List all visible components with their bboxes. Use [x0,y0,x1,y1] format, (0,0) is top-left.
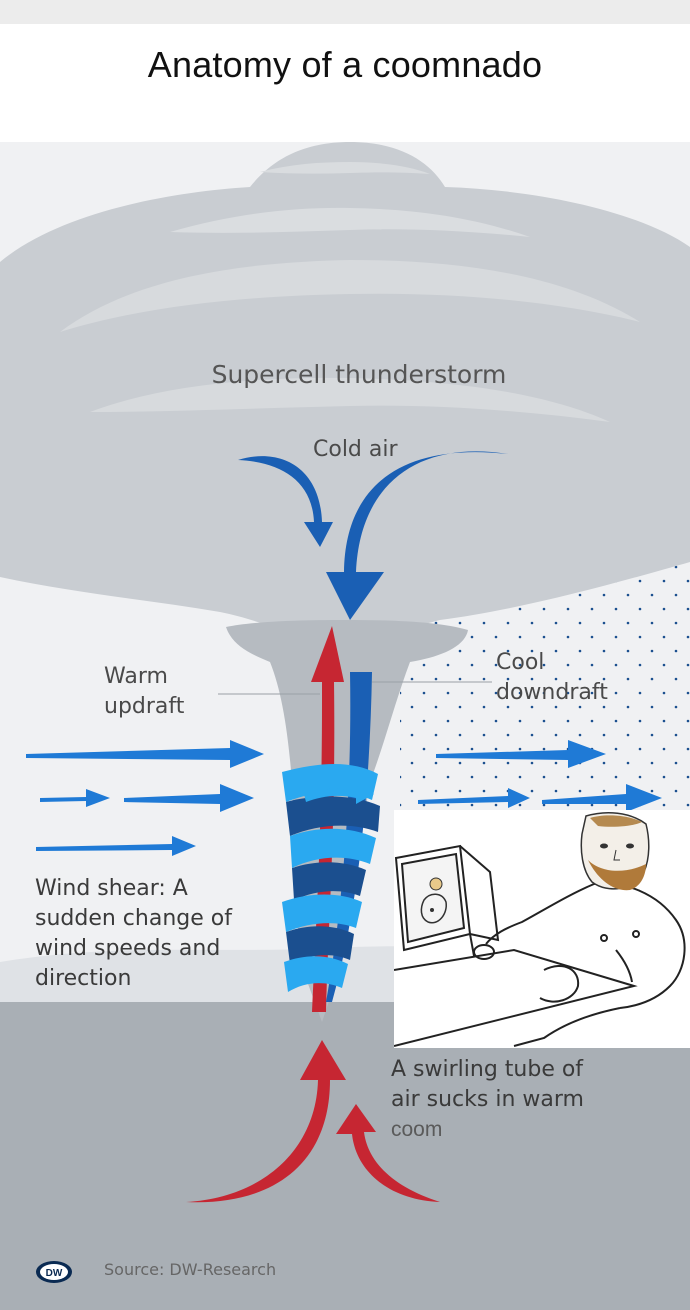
top-strip [0,0,690,24]
coom-text: coom [391,1118,443,1141]
warm-updraft-label: Warm updraft [104,662,224,722]
cold-air-arrows [238,451,508,620]
desk [394,948,638,1047]
warm-air-arrows [186,1040,440,1203]
warm-updraft-line-1: Warm [104,664,168,689]
ground [0,1002,690,1310]
wind-shear-line-1: Wind shear: A [35,876,188,901]
cool-downdraft-label: Cool downdraft [496,648,636,708]
header [0,24,690,142]
swirling-tube-label: A swirling tube of air sucks in warm coo… [391,1055,651,1145]
mouse-icon [473,944,495,960]
swirling-tube-line-1: A swirling tube of [391,1057,584,1082]
monitor-icon [394,844,500,957]
supercell-cloud [0,142,690,642]
source-note: Source: DW-Research [104,1260,277,1279]
wind-shear-line-4: direction [35,966,132,991]
warm-updraft-line-2: updraft [104,694,185,719]
dw-logo-text: DW [46,1268,63,1279]
cool-downdraft-line-2: downdraft [496,680,608,705]
swirling-tube-line-2: air sucks in warm [391,1087,584,1112]
dw-logo: DW [36,1261,72,1283]
wind-shear-line-3: wind speeds and [35,936,221,961]
cool-downdraft-line-1: Cool [496,650,545,675]
supercell-label: Supercell thunderstorm [211,360,507,389]
wind-shear-label: Wind shear: A sudden change of wind spee… [35,874,275,994]
cold-air-label: Cold air [313,437,398,462]
tornado-diagram [0,142,690,1310]
swirl-ribbon [282,764,380,992]
wind-shear-line-2: sudden change of [35,906,232,931]
wojak-face-icon [580,811,650,891]
wojak-figure [485,882,686,1047]
page-title: Anatomy of a coomnado [147,44,543,85]
meme-illustration [394,810,690,1048]
wind-shear-arrows-left [26,740,264,856]
monitor-figure-icon [420,877,447,924]
